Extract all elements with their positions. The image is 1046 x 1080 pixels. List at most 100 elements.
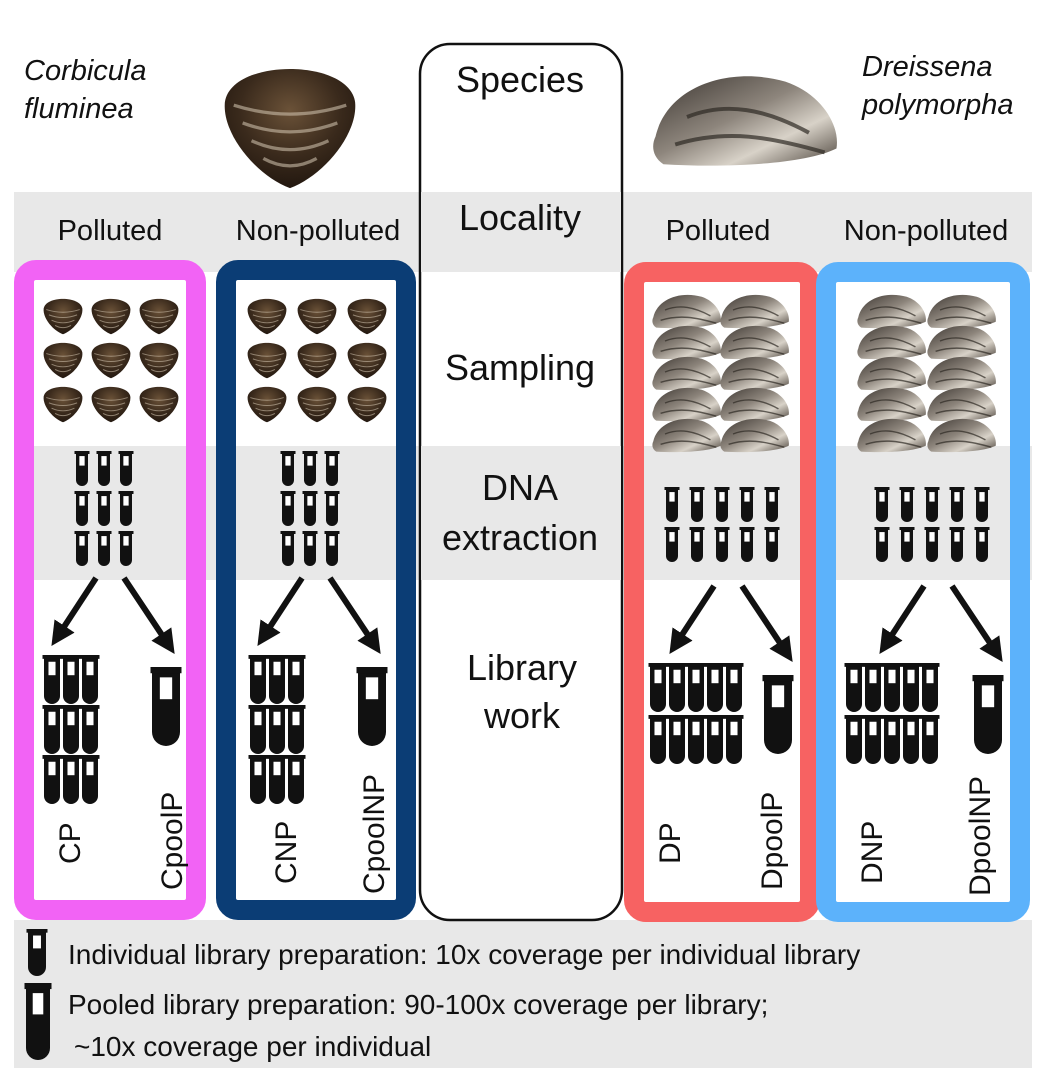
label-cpoolp: CpoolP bbox=[156, 792, 189, 890]
dna-tube-icon bbox=[689, 527, 705, 562]
stage-library-line1: Library bbox=[467, 647, 577, 688]
mussel-shell-icon bbox=[719, 387, 790, 422]
library-tube-icon bbox=[863, 715, 883, 764]
dna-tube-icon bbox=[764, 487, 780, 522]
library-tubes-c-polluted bbox=[42, 655, 100, 804]
library-tube-icon bbox=[267, 705, 287, 754]
library-tube-icon bbox=[920, 663, 940, 712]
library-tube-icon bbox=[844, 663, 864, 712]
dna-tube-icon bbox=[74, 451, 90, 486]
dna-tube-icon bbox=[874, 527, 890, 562]
label-dnp: DNP bbox=[856, 821, 889, 884]
dna-tube-icon bbox=[74, 531, 90, 566]
species-right-line1: Dreissena bbox=[862, 51, 993, 83]
library-tube-icon bbox=[724, 715, 744, 764]
dna-tube-icon bbox=[924, 487, 940, 522]
species-right-line2: polymorpha bbox=[861, 89, 1014, 121]
library-tube-icon bbox=[920, 715, 940, 764]
dna-tubes-d-polluted bbox=[664, 487, 780, 562]
dna-tube-icon bbox=[899, 527, 915, 562]
mussel-shell-icon bbox=[926, 418, 997, 453]
library-tubes-d-polluted bbox=[648, 663, 744, 764]
library-tube-icon bbox=[648, 663, 668, 712]
library-tube-icon bbox=[901, 663, 921, 712]
library-tube-icon bbox=[648, 715, 668, 764]
clam-shell-icon bbox=[91, 342, 131, 379]
mussel-shell-icon bbox=[856, 356, 927, 391]
library-tube-icon bbox=[286, 655, 306, 704]
dna-tube-icon bbox=[739, 527, 755, 562]
arrow-pool-d-polluted bbox=[739, 584, 793, 662]
pool-tube-d-nonpolluted bbox=[972, 675, 1004, 754]
legend-individual-tube-icon bbox=[26, 929, 48, 976]
mussel-shell-icon bbox=[651, 325, 722, 360]
mussel-shell-icon bbox=[926, 356, 997, 391]
pool-tube-c-nonpolluted bbox=[356, 667, 388, 746]
mussel-shell-icon bbox=[926, 387, 997, 422]
mussel-shell-icon bbox=[926, 294, 997, 329]
stages-locality-band bbox=[421, 192, 621, 272]
library-tube-icon bbox=[61, 655, 81, 704]
dna-tube-icon bbox=[302, 451, 318, 486]
dna-tube-icon bbox=[280, 451, 296, 486]
dreissena-shell-icon bbox=[653, 76, 837, 165]
samples-d-polluted bbox=[651, 294, 790, 453]
dna-tube-icon bbox=[899, 487, 915, 522]
library-tube-icon bbox=[248, 755, 268, 804]
dna-tubes-c-nonpolluted bbox=[280, 451, 340, 566]
clam-shell-icon bbox=[43, 386, 83, 423]
pool-tube-d-polluted bbox=[762, 675, 794, 754]
library-tube-icon bbox=[267, 755, 287, 804]
mussel-shell-icon bbox=[719, 294, 790, 329]
species-left-line2: fluminea bbox=[24, 93, 134, 125]
library-tube-icon bbox=[882, 663, 902, 712]
column-frame-c-nonpolluted bbox=[216, 260, 416, 920]
pooled-tube-icon bbox=[762, 675, 794, 754]
mussel-shell-icon bbox=[719, 325, 790, 360]
arrow-pool-d-nonpolluted bbox=[949, 584, 1003, 662]
mussel-shell-icon bbox=[651, 387, 722, 422]
tube-icon bbox=[26, 929, 48, 976]
clam-shell-icon bbox=[297, 386, 337, 423]
dna-tube-icon bbox=[664, 527, 680, 562]
dna-tubes-c-polluted bbox=[74, 451, 134, 566]
clam-shell-icon bbox=[247, 342, 287, 379]
dna-tube-icon bbox=[714, 527, 730, 562]
library-tube-icon bbox=[42, 655, 62, 704]
library-tube-icon bbox=[248, 655, 268, 704]
library-tube-icon bbox=[686, 715, 706, 764]
legend-pooled-line1: Pooled library preparation: 90-100x cove… bbox=[68, 989, 768, 1020]
pool-tube-c-polluted bbox=[150, 667, 182, 746]
clam-shell-icon bbox=[347, 298, 387, 335]
library-tube-icon bbox=[667, 715, 687, 764]
mussel-shell-icon bbox=[856, 325, 927, 360]
stages-dna-band bbox=[421, 446, 621, 580]
legend-pooled-tube-icon bbox=[24, 983, 52, 1060]
locality-label-c-nonpolluted: Non-polluted bbox=[236, 215, 400, 247]
dna-tube-icon bbox=[302, 491, 318, 526]
tube-icon bbox=[24, 983, 52, 1060]
dna-tube-icon bbox=[974, 487, 990, 522]
dna-tube-icon bbox=[118, 531, 134, 566]
dna-tube-icon bbox=[714, 487, 730, 522]
dna-tube-icon bbox=[96, 491, 112, 526]
legend-individual-text: Individual library preparation: 10x cove… bbox=[68, 939, 860, 970]
dna-tube-icon bbox=[280, 531, 296, 566]
mussel-shell-icon bbox=[856, 387, 927, 422]
locality-label-d-polluted: Polluted bbox=[666, 215, 771, 247]
column-frame-d-nonpolluted bbox=[816, 262, 1030, 922]
dna-tube-icon bbox=[96, 451, 112, 486]
label-dpoolp: DpoolP bbox=[756, 792, 789, 890]
clam-shell-icon bbox=[43, 342, 83, 379]
mussel-shell-icon bbox=[651, 356, 722, 391]
dna-tube-icon bbox=[924, 527, 940, 562]
mussel-shell-icon bbox=[856, 418, 927, 453]
corbicula-shell-icon bbox=[223, 67, 357, 190]
mussel-shell-icon bbox=[651, 294, 722, 329]
clam-shell-icon bbox=[91, 386, 131, 423]
dna-tube-icon bbox=[974, 527, 990, 562]
locality-label-d-nonpolluted: Non-polluted bbox=[844, 215, 1008, 247]
column-frame-d-polluted bbox=[624, 262, 820, 922]
clam-shell-icon bbox=[139, 342, 179, 379]
library-tube-icon bbox=[80, 705, 100, 754]
